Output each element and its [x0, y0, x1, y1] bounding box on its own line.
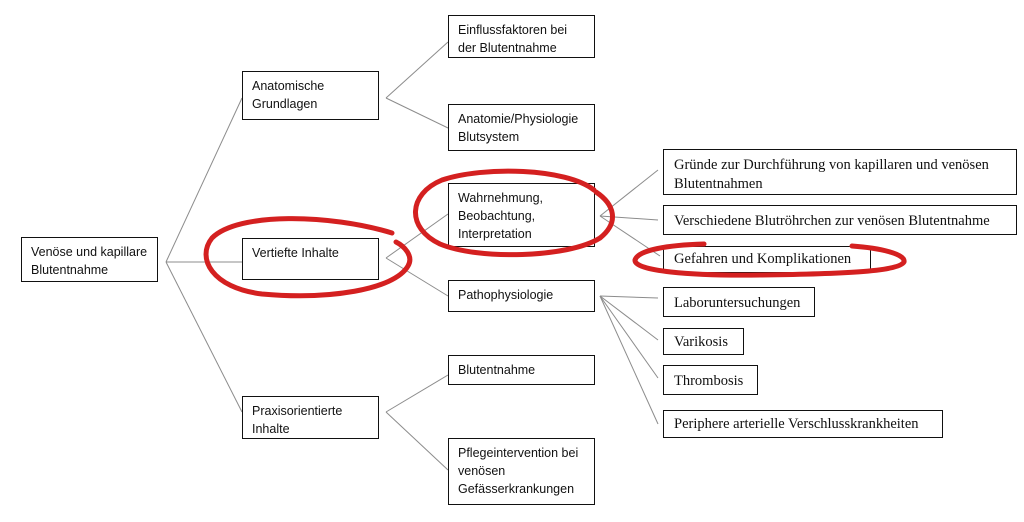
- connector: [165, 97, 243, 263]
- connector: [599, 295, 659, 379]
- node-varikosis: Varikosis: [663, 328, 744, 355]
- node-anatomie-physiologie: Anatomie/Physiologie Blutsystem: [448, 104, 595, 151]
- node-praxisorientierte-inhalte: Praxisorientierte Inhalte: [242, 396, 379, 439]
- highlight-circle-gefahren: [632, 241, 907, 278]
- connector: [385, 257, 449, 297]
- highlight-circle-wahrnehmung: [413, 168, 615, 258]
- highlight-circle-vertiefte-inhalte: [203, 216, 413, 299]
- node-anatomische-grundlagen: Anatomische Grundlagen: [242, 71, 379, 120]
- connector: [385, 97, 449, 129]
- node-blutroehrchen: Verschiedene Blutröhrchen zur venösen Bl…: [663, 205, 1017, 235]
- node-vertiefte-inhalte: Vertiefte Inhalte: [242, 238, 379, 280]
- connector: [385, 374, 449, 413]
- connector: [599, 295, 659, 299]
- node-pflegeintervention: Pflegeintervention bei venösen Gefässerk…: [448, 438, 595, 505]
- node-gruende: Gründe zur Durchführung von kapillaren u…: [663, 149, 1017, 195]
- node-root: Venöse und kapillare Blutentnahme: [21, 237, 158, 282]
- node-wahrnehmung: Wahrnehmung, Beobachtung, Interpretation: [448, 183, 595, 247]
- connector: [599, 295, 659, 341]
- node-laboruntersuchungen: Laboruntersuchungen: [663, 287, 815, 317]
- connector: [599, 295, 659, 425]
- connector: [385, 411, 449, 471]
- node-blutentnahme: Blutentnahme: [448, 355, 595, 385]
- node-einflussfaktoren: Einflussfaktoren bei der Blutentnahme: [448, 15, 595, 58]
- node-periphere: Periphere arterielle Verschlusskrankheit…: [663, 410, 943, 438]
- connector: [385, 213, 449, 259]
- connector: [165, 261, 243, 413]
- node-pathophysiologie: Pathophysiologie: [448, 280, 595, 312]
- connector: [385, 41, 449, 99]
- node-thrombosis: Thrombosis: [663, 365, 758, 395]
- connector: [599, 215, 659, 221]
